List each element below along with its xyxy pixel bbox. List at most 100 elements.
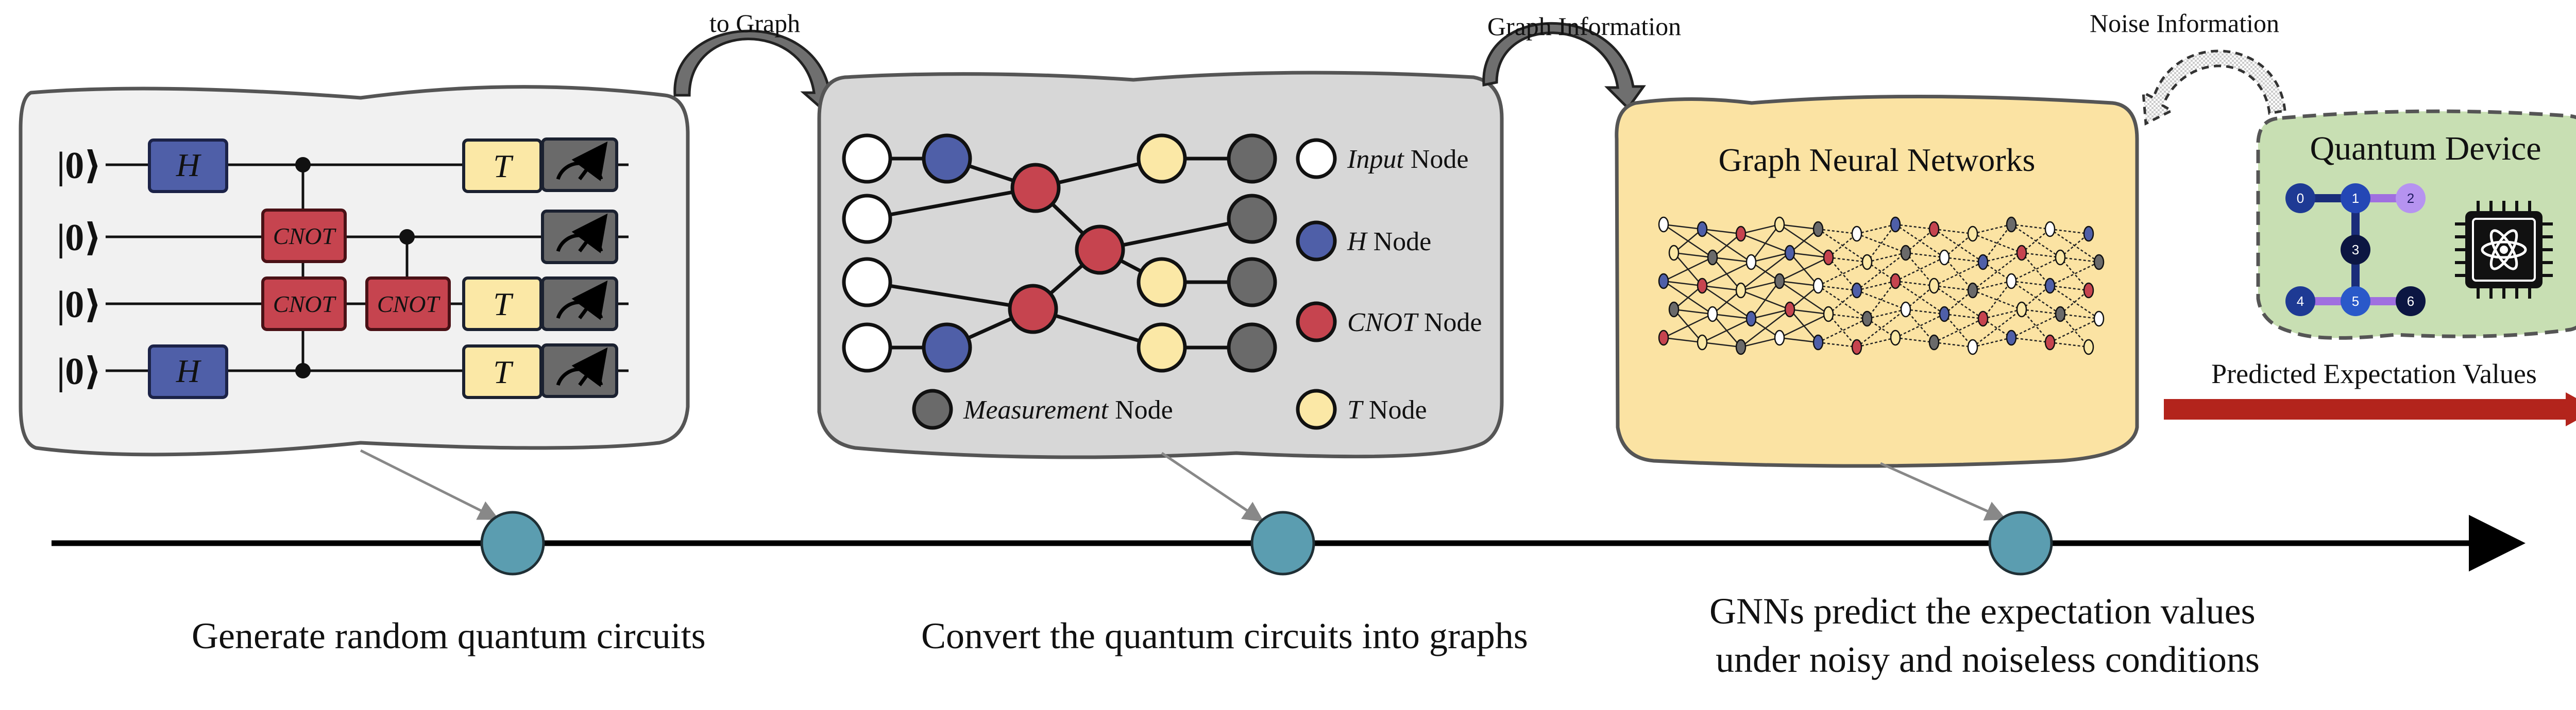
gnn-edge: [1982, 252, 2022, 263]
step-3-caption-line2: under noisy and noiseless conditions: [1716, 639, 2260, 680]
gnn-edge: [1982, 224, 2012, 263]
gnn-edge: [1867, 224, 1896, 263]
ket-label: |0⟩: [57, 145, 101, 187]
device-title: Quantum Device: [2310, 130, 2541, 167]
gnn-edge: [2049, 341, 2089, 348]
gnn-edge: [1663, 280, 1703, 287]
gnn-node: [1697, 334, 1708, 351]
gnn-edge: [1856, 337, 1896, 348]
qubit-node: [2285, 286, 2315, 316]
qubit-coupling-map: 0 1 2 3 4 5 6: [2285, 183, 2426, 316]
gnn-node: [2083, 226, 2094, 242]
cnot-gate-label: CNOT: [273, 291, 337, 317]
legend-input-swatch: [1296, 138, 1337, 179]
gnn-edge: [1702, 318, 1752, 343]
gnn-edge: [1895, 280, 1935, 287]
gnn-node: [1851, 226, 1862, 242]
gnn-edge: [1982, 281, 2012, 319]
qubit-label: 4: [2297, 293, 2304, 309]
legend-cnot-label: CNOT Node: [1347, 308, 1482, 337]
gnn-edge: [1702, 228, 1741, 235]
gnn-edge: [1972, 233, 2022, 254]
to-graph-arrow: to Graph: [673, 9, 843, 113]
control-dot: [295, 363, 311, 378]
gnn-node: [1812, 334, 1824, 351]
gnn-node: [1890, 330, 1901, 346]
qubit-node: [2396, 286, 2426, 316]
gnn-edge: [1818, 228, 1857, 235]
gnn-node: [2006, 216, 2017, 233]
gnn-node: [1668, 245, 1680, 261]
gnn-edge: [1818, 228, 1868, 263]
predicted-label: Predicted Expectation Values: [2211, 358, 2537, 389]
gnn-edge: [1934, 341, 1973, 348]
gnn-edge: [1867, 252, 1906, 263]
predicted-values-arrow: Predicted Expectation Values: [2164, 358, 2576, 426]
graph-nodes: [842, 133, 1277, 373]
gnn-node: [1812, 221, 1824, 237]
timeline: [52, 449, 2526, 576]
gnn-edge: [1856, 289, 1906, 310]
gnn-edge: [1934, 228, 1973, 235]
t-node: [1137, 133, 1187, 184]
gnn-edge: [1712, 313, 1752, 320]
atom-icon: [2481, 229, 2527, 270]
gnn-node: [2093, 254, 2105, 270]
gnn-edge: [1934, 285, 1973, 291]
qubit-label: 0: [2297, 191, 2304, 206]
gnn-edge: [2011, 280, 2050, 287]
gnn-edge: [1895, 223, 1945, 258]
gnn-edge: [1818, 285, 1857, 291]
gnn-edge: [1944, 290, 1973, 315]
h-gate: H: [148, 138, 228, 193]
curved-arrow-icon: [673, 29, 843, 113]
gnn-network: [1658, 216, 2105, 355]
gnn-edge: [1856, 223, 1896, 235]
gnn-edge: [2049, 285, 2089, 291]
gnn-node: [1928, 221, 1940, 237]
measurement-node: [1227, 257, 1277, 307]
h-node: [922, 322, 972, 373]
gnn-edge: [1702, 285, 1741, 291]
gnn-edge: [1789, 308, 1829, 315]
gnn-node: [1707, 249, 1718, 266]
gnn-edge: [2011, 280, 2061, 315]
gnn-node: [1745, 254, 1757, 270]
gnn-node: [1774, 330, 1785, 346]
ket-labels: |0⟩ |0⟩ |0⟩ |0⟩: [57, 145, 101, 393]
measurement-gates: [541, 137, 618, 398]
t-gate-label: T: [493, 354, 514, 390]
t-gate: T: [462, 276, 543, 331]
gnn-node: [1851, 282, 1862, 299]
legend-meas-label: Measurement Node: [963, 395, 1173, 425]
qubit-node: [2341, 286, 2370, 316]
gnn-edge: [1673, 308, 1713, 315]
h-gate: H: [148, 344, 228, 399]
gnn-node: [1735, 282, 1747, 299]
measurement-node: [1227, 133, 1277, 184]
circuit-panel: |0⟩ |0⟩ |0⟩ |0⟩ H H CNOT: [19, 85, 690, 457]
gnn-node: [1851, 339, 1862, 355]
legend-h-swatch: [1296, 220, 1337, 262]
gnn-node: [1658, 273, 1669, 289]
gnn-node: [2016, 245, 2027, 261]
qubit-label: 2: [2407, 191, 2414, 206]
gnn-node: [1977, 310, 1989, 327]
gnn-edge: [1856, 233, 1906, 254]
ket-label: |0⟩: [57, 217, 101, 259]
gnn-edge: [1740, 309, 1790, 348]
qubit-label: 1: [2352, 191, 2359, 206]
gnn-edge: [1712, 233, 1741, 258]
gnn-edge: [2060, 290, 2089, 315]
gnn-edge: [1895, 337, 1935, 343]
gnn-edge: [1673, 285, 1703, 310]
h-gate-label: H: [176, 353, 202, 389]
gnn-node: [1977, 254, 1989, 270]
gnn-node: [1823, 249, 1834, 266]
gnn-node: [1928, 278, 1940, 294]
input-node: [842, 257, 892, 307]
qubit-label: 6: [2407, 293, 2414, 309]
t-gate: T: [462, 344, 543, 399]
gnn-edge: [1789, 252, 1829, 258]
